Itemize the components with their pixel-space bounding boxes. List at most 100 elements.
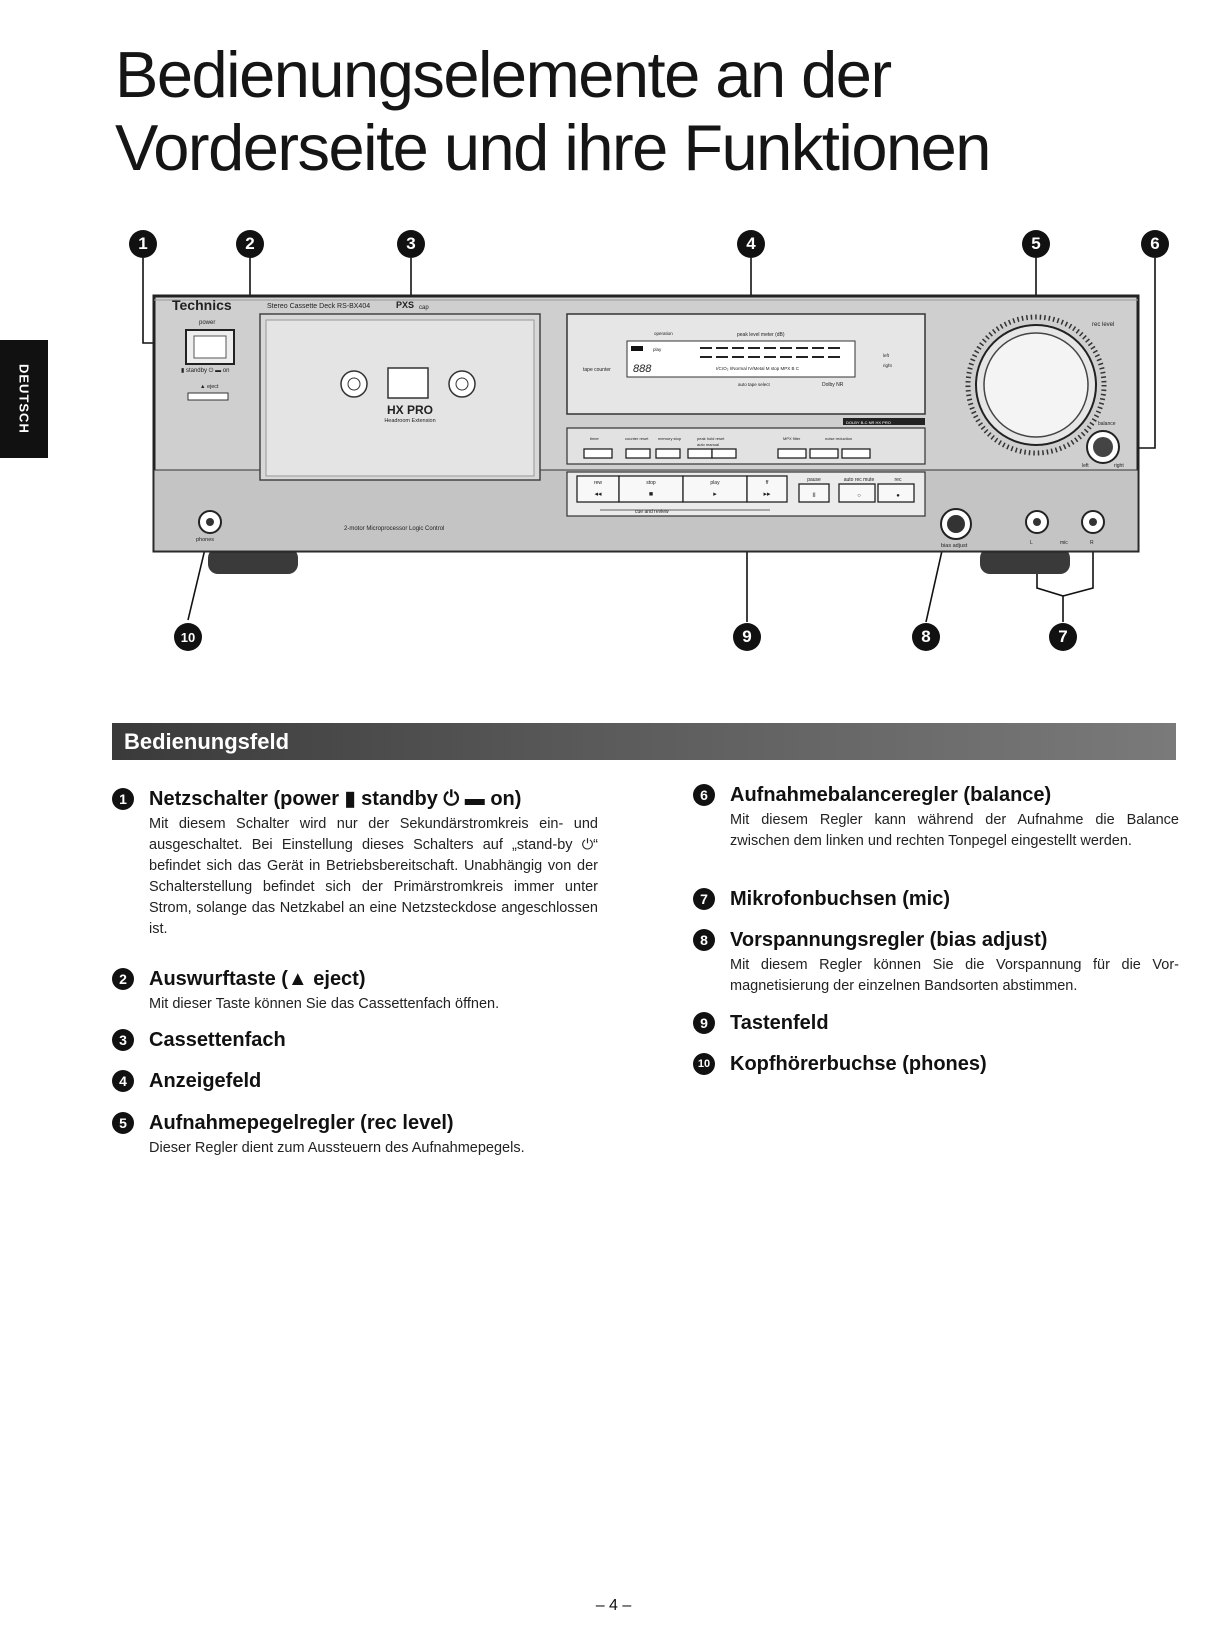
svg-text:▸: ▸ bbox=[713, 491, 717, 498]
item-number: 9 bbox=[693, 1012, 715, 1034]
dolby-nr-label: Dolby NR bbox=[822, 382, 844, 388]
tape-types-label: I/CrO₂ I/Normal IV/Metal M stop MPX B C bbox=[716, 366, 800, 371]
mic-l-label: L bbox=[1030, 540, 1033, 546]
balance-left-label: left bbox=[1082, 463, 1089, 469]
function-buttons-panel bbox=[566, 427, 926, 465]
item-description: Mit diesem Regler kann während der Aufna… bbox=[730, 812, 1179, 849]
item-number: 6 bbox=[693, 784, 715, 806]
auto-manual-label: auto manual bbox=[697, 442, 719, 447]
eject-button bbox=[187, 392, 229, 401]
auto-tape-select-label: auto tape select bbox=[738, 382, 771, 387]
dolby-badge bbox=[843, 418, 925, 425]
item-number: 1 bbox=[112, 788, 134, 810]
item-description: Mit dieser Taste können Sie das Cassette… bbox=[149, 996, 500, 1012]
tape-counter-label: tape counter bbox=[583, 367, 611, 373]
rec-label: rec bbox=[895, 477, 902, 483]
control-item-5: 5 Aufnahmepegelregler (rec level) Dieser… bbox=[112, 1110, 598, 1159]
ff-label: ff bbox=[766, 480, 769, 486]
two-motor-label: 2-motor Microprocessor Logic Control bbox=[344, 526, 444, 532]
power-label: power bbox=[199, 320, 215, 326]
item-title: Aufnahmebalanceregler (balance) bbox=[730, 784, 1052, 806]
auto-rec-mute-key bbox=[838, 483, 876, 503]
svg-text:◂◂: ◂◂ bbox=[594, 491, 602, 498]
page-title: Bedienungselemente an der Vorderseite un… bbox=[115, 38, 1115, 184]
control-item-3: 3 Cassettenfach bbox=[112, 1027, 598, 1053]
counter-display: 888 bbox=[633, 363, 652, 375]
meter-left-label: left bbox=[883, 353, 890, 358]
counter-reset-label: counter reset bbox=[625, 436, 649, 441]
svg-text:○: ○ bbox=[857, 493, 861, 499]
balance-right-label: right bbox=[1114, 463, 1124, 469]
mic-r-label: R bbox=[1090, 540, 1094, 546]
callout-10: 10 bbox=[174, 623, 202, 651]
section-header: Bedienungsfeld bbox=[112, 723, 1176, 760]
page-number: – 4 – bbox=[595, 1597, 632, 1614]
control-item-7: 7 Mikrofonbuchsen (mic) bbox=[693, 886, 1179, 912]
callout-6: 6 bbox=[1141, 230, 1169, 258]
eject-label: ▲ eject bbox=[200, 384, 219, 390]
meter-right-label: right bbox=[883, 363, 893, 368]
control-item-9: 9 Tastenfeld bbox=[693, 1010, 1179, 1036]
item-title: Aufnahmepegelregler (rec level) bbox=[149, 1112, 454, 1134]
item-title: Auswurftaste (▲ eject) bbox=[149, 968, 366, 990]
control-item-2: 2 Auswurftaste (▲ eject) Mit dieser Tast… bbox=[112, 966, 598, 1015]
callout-4: 4 bbox=[737, 230, 765, 258]
language-tab: DEUTSCH bbox=[0, 340, 48, 458]
svg-text:▸▸: ▸▸ bbox=[763, 491, 771, 498]
stop-key bbox=[618, 475, 684, 503]
item-title: Mikrofonbuchsen (mic) bbox=[730, 888, 951, 910]
play-indicator-label: play bbox=[653, 347, 662, 352]
cue-review-label: cue and review bbox=[635, 509, 669, 515]
peak-meter-label: peak level meter (dB) bbox=[737, 332, 785, 338]
item-number: 7 bbox=[693, 888, 715, 910]
peak-hold-label: peak hold reset bbox=[697, 436, 725, 441]
brand-logo: Technics bbox=[172, 297, 232, 313]
item-title: Tastenfeld bbox=[730, 1012, 829, 1034]
mpx-filter-label: MPX filter bbox=[783, 436, 801, 441]
balance-label: balance bbox=[1098, 421, 1116, 427]
svg-text:●: ● bbox=[896, 493, 900, 499]
item-number: 8 bbox=[693, 929, 715, 951]
title-line-1: Bedienungselemente an der bbox=[115, 38, 892, 111]
standby-label: ▮ standby ⏻ ▬ on bbox=[181, 367, 229, 374]
control-item-6: 6 Aufnahmebalanceregler (balance) Mit di… bbox=[693, 782, 1179, 852]
operation-label: operation bbox=[654, 331, 673, 336]
model-label: Stereo Cassette Deck RS-BX404 bbox=[267, 303, 370, 310]
callout-3: 3 bbox=[397, 230, 425, 258]
callout-9: 9 bbox=[733, 623, 761, 651]
item-description: Mit diesem Regler können Sie die Vorspan… bbox=[730, 957, 1179, 994]
item-number: 5 bbox=[112, 1112, 134, 1134]
control-item-8: 8 Vorspannungsregler (bias adjust) Mit d… bbox=[693, 927, 1179, 997]
control-item-4: 4 Anzeigefeld bbox=[112, 1068, 598, 1094]
callout-5: 5 bbox=[1022, 230, 1050, 258]
device-illustration: Technics Stereo Cassette Deck RS-BX404 P… bbox=[142, 258, 1156, 623]
stop-label: stop bbox=[646, 480, 656, 486]
callout-7: 7 bbox=[1049, 623, 1077, 651]
bias-adjust-label: bias adjust bbox=[941, 543, 968, 549]
control-item-10: 10 Kopfhörerbuchse (phones) bbox=[693, 1051, 1179, 1077]
auto-rec-mute-label: auto rec mute bbox=[844, 477, 875, 483]
memory-stop-label: memory stop bbox=[658, 436, 682, 441]
item-description: Dieser Regler dient zum Aussteuern des A… bbox=[149, 1140, 525, 1156]
item-number: 10 bbox=[693, 1053, 715, 1075]
item-title: Netzschalter (power ▮ standby ⏻ ▬ on) bbox=[149, 788, 522, 810]
headroom-label: Headroom Extension bbox=[384, 418, 435, 424]
ff-key bbox=[746, 475, 788, 503]
pxs-sub-label: cap bbox=[419, 305, 429, 311]
rew-label: rew bbox=[594, 480, 602, 486]
callout-8: 8 bbox=[912, 623, 940, 651]
item-description: Mit diesem Schalter wird nur der Sekundä… bbox=[149, 816, 598, 937]
play-label: play bbox=[710, 480, 720, 486]
pause-key bbox=[798, 483, 830, 503]
timer-label: timer bbox=[590, 436, 600, 441]
control-item-1: 1 Netzschalter (power ▮ standby ⏻ ▬ on) … bbox=[112, 786, 598, 940]
item-number: 2 bbox=[112, 968, 134, 990]
svg-text:II: II bbox=[812, 493, 816, 499]
section-title: Bedienungsfeld bbox=[124, 729, 290, 754]
phones-label: phones bbox=[196, 537, 214, 543]
item-title: Kopfhörerbuchse (phones) bbox=[730, 1053, 987, 1075]
svg-text:DOLBY B-C NR HX PRO: DOLBY B-C NR HX PRO bbox=[846, 420, 891, 425]
language-tab-label: DEUTSCH bbox=[16, 364, 32, 434]
svg-text:■: ■ bbox=[649, 491, 653, 498]
callout-2: 2 bbox=[236, 230, 264, 258]
